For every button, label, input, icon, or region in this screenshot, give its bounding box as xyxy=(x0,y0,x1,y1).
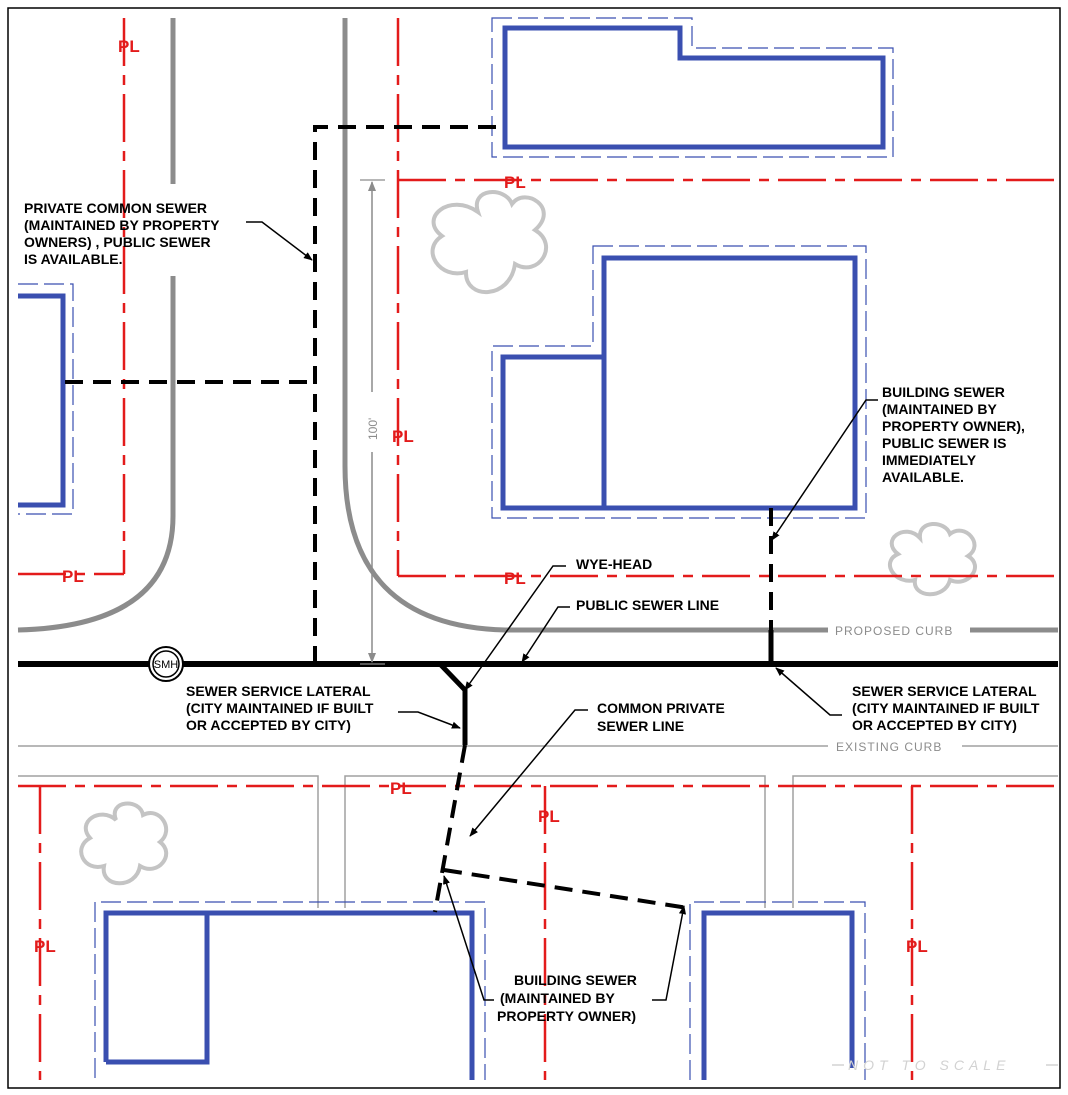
pl-marker: PL xyxy=(906,937,928,956)
building-left xyxy=(18,293,66,508)
svg-text:PROPOSED CURB: PROPOSED CURB xyxy=(835,624,953,638)
drawing-frame xyxy=(7,7,1061,1089)
pl-marker: PL xyxy=(118,37,140,56)
property-line-markers: PL PL PL PL PL PL PL PL PL xyxy=(34,37,928,956)
note-public-sewer-line: PUBLIC SEWER LINE xyxy=(576,597,719,613)
svg-text:NOT TO SCALE: NOT TO SCALE xyxy=(848,1057,1010,1073)
building-top xyxy=(502,25,886,150)
sewer-manhole: SMH xyxy=(148,646,184,682)
svg-text:100': 100' xyxy=(366,418,380,440)
note-building-sewer-right: BUILDING SEWER (MAINTAINED BY PROPERTY O… xyxy=(882,384,1029,485)
proposed-curbs xyxy=(17,18,1058,633)
note-wye-head: WYE-HEAD xyxy=(576,556,652,572)
svg-text:EXISTING CURB: EXISTING CURB xyxy=(836,740,942,754)
pl-marker: PL xyxy=(390,779,412,798)
svg-text:SMH: SMH xyxy=(154,659,179,671)
dimension-100-ft: 100' xyxy=(360,179,385,665)
not-to-scale-label: NOT TO SCALE xyxy=(832,1057,1058,1073)
building-bottom-left xyxy=(103,910,475,1080)
leader-lines xyxy=(246,221,878,1001)
buildings xyxy=(18,25,886,1080)
note-private-common-sewer: PRIVATE COMMON SEWER (MAINTAINED BY PROP… xyxy=(24,200,223,267)
pl-marker: PL xyxy=(504,569,526,588)
proposed-curb-label: PROPOSED CURB xyxy=(835,624,953,638)
note-common-private-sewer: COMMON PRIVATE SEWER LINE xyxy=(597,700,729,734)
note-sewer-service-lateral-left: SEWER SERVICE LATERAL (CITY MAINTAINED I… xyxy=(186,683,377,733)
building-setbacks xyxy=(18,17,894,1080)
tree-icon xyxy=(79,801,169,886)
tree-icon xyxy=(430,190,549,295)
pl-marker: PL xyxy=(538,807,560,826)
existing-curb-label: EXISTING CURB xyxy=(836,740,942,754)
property-lines xyxy=(18,18,1058,1080)
note-sewer-service-lateral-right: SEWER SERVICE LATERAL (CITY MAINTAINED I… xyxy=(852,683,1043,733)
building-bottom-right xyxy=(701,910,855,1080)
pl-marker: PL xyxy=(34,937,56,956)
note-building-sewer-bottom: BUILDING SEWER (MAINTAINED BY PROPERTY O… xyxy=(497,972,641,1024)
private-sewer-lines xyxy=(65,125,773,913)
existing-curb-lines xyxy=(18,745,1058,908)
pl-marker: PL xyxy=(392,427,414,446)
pl-marker: PL xyxy=(504,173,526,192)
pl-marker: PL xyxy=(62,567,84,586)
